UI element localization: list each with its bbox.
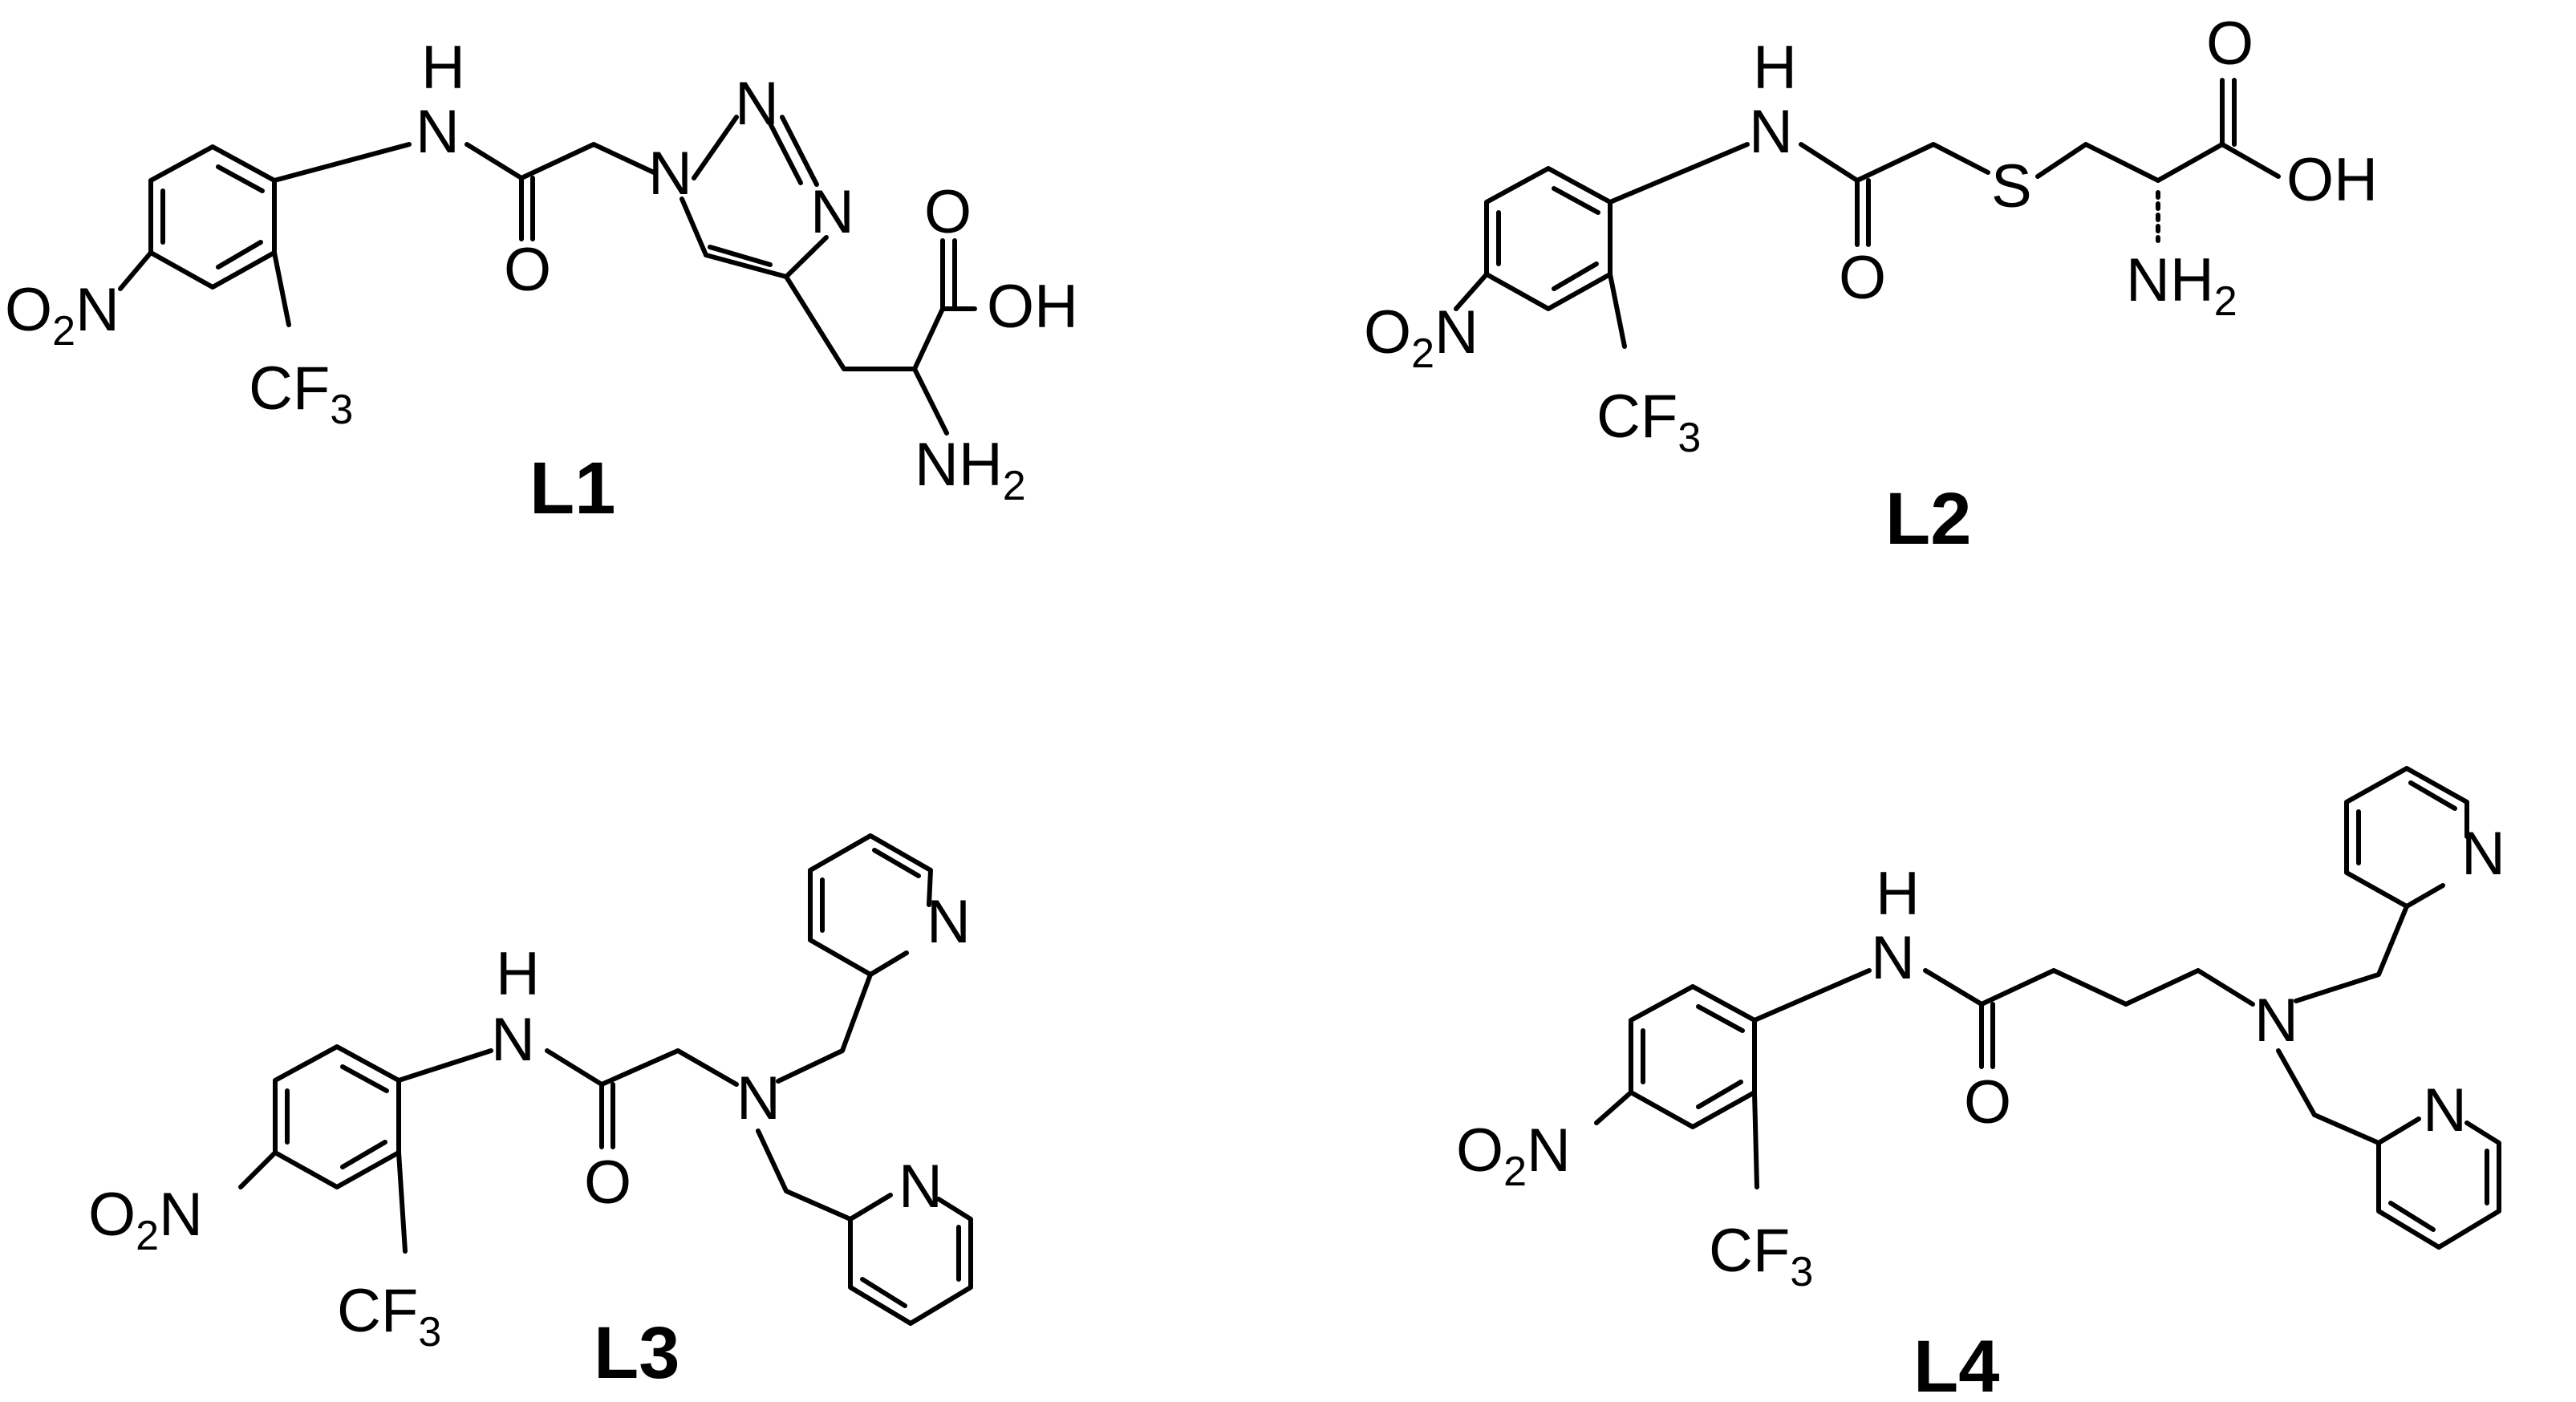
l2-sulfur-label: S [1991,152,2032,221]
l3-nh-co-bond [545,1048,604,1087]
l1-aryl-nh-bond [272,142,412,183]
l4-upper-picolyl-bonds [2294,904,2409,1003]
l3-nh-n-label: N [491,1006,535,1074]
compound-label-l4: L4 [1913,1326,1999,1402]
l1-amine-label: NH2 [915,431,1026,509]
structure-l2: O2N CF3 H N O S O OH NH2 L2 [1364,10,2378,560]
l4-pyridine-ring-upper: N [2344,766,2505,909]
l3-ch2-bonds [599,1048,739,1087]
l3-pyridine-ring-upper: N [808,833,971,977]
l2-nh-co-bond [1799,142,1860,183]
svg-text:N: N [648,140,692,208]
l1-side-chain-bonds [784,274,977,371]
l3-nitro-label: O2N [88,1181,203,1259]
l3-cf3-label: CF3 [337,1277,441,1355]
l4-benzene-ring [1629,984,1757,1129]
l4-nh-h-label: H [1876,860,1920,928]
l2-acid-oh-bond [2220,142,2281,179]
l1-triazole-ring: N N N [648,70,854,279]
l2-ch2-bonds [1855,142,1990,183]
l1-benzene-ring [148,144,277,290]
l1-cf3-label: CF3 [249,355,353,433]
l1-nitro-label: O2N [5,276,120,355]
l3-pyridine-ring-lower: N [848,1153,973,1326]
l3-cf3-bond [396,1150,408,1254]
l1-acid-o-label: O [924,178,972,246]
l1-ch2-bonds [519,142,656,180]
l3-nh-h-label: H [496,940,540,1008]
l3-carbonyl-double-bond [599,1082,615,1149]
l2-nh-n-label: N [1749,98,1793,166]
structure-l3: O2N CF3 H N O N N N L3 [88,833,973,1394]
l1-cf3-bond [272,250,291,327]
l4-amine-n-label: N [2254,987,2298,1055]
l2-nitro-bond [1454,272,1489,311]
structure-l4: O2N CF3 H N O N N N L4 [1456,766,2505,1402]
l4-lower-picolyl-bonds [2276,1048,2381,1145]
l2-cys-chain-bonds [2035,142,2160,183]
structure-l1: O2N CF3 H N O N N N O OH [5,34,1078,529]
l1-nh-n-label: N [416,98,460,166]
svg-text:N: N [2423,1076,2467,1145]
l3-amine-n-label: N [736,1064,781,1133]
l4-pyridine-ring-lower: N [2376,1076,2501,1250]
l2-aryl-nh-bond [1608,142,1750,205]
l4-nh-co-bond [1923,968,1984,1007]
l2-amine-label: NH2 [2126,246,2237,325]
l2-carbonyl-double-bond [1855,178,1871,247]
l3-benzene-ring [273,1044,401,1189]
l2-acid-o-label: O [2206,10,2253,78]
l2-nitro-label: O2N [1364,298,1479,377]
l2-cf3-bond [1608,272,1627,349]
compound-label-l3: L3 [594,1312,679,1394]
l1-nh-h-label: H [421,34,465,102]
l1-amine-bond [912,367,949,436]
l2-carbonyl-o-label: O [1839,244,1886,312]
l1-acid-oh-label: OH [987,273,1078,341]
l2-cf3-label: CF3 [1596,383,1701,461]
l2-nh-h-label: H [1753,34,1797,102]
l1-nitro-bond [118,250,153,291]
l4-carbonyl-double-bond [1979,1002,1995,1069]
l4-nitro-bond [1594,1090,1633,1125]
l4-nh-n-label: N [1871,924,1915,992]
l3-upper-picolyl-bonds [776,972,873,1084]
l4-aryl-nh-bond [1752,968,1872,1023]
compound-label-l1: L1 [529,448,615,529]
l4-carbonyl-o-label: O [1964,1068,2011,1137]
l2-acid-oh-label: OH [2286,146,2378,214]
l3-nitro-bond [238,1150,278,1189]
svg-text:N: N [2461,820,2505,888]
l1-nh-co-bond [464,142,524,180]
l4-nitro-label: O2N [1456,1116,1571,1195]
l3-aryl-nh-bond [396,1048,493,1083]
l3-carbonyl-o-label: O [584,1149,631,1217]
l1-acid-double-bond [940,238,957,311]
compound-label-l2: L2 [1885,478,1971,560]
l4-butyl-chain-bonds [1979,968,2255,1007]
l1-carbonyl-double-bond [519,176,535,241]
l3-lower-picolyl-bonds [756,1128,853,1222]
svg-text:N: N [810,178,854,246]
l2-acid-bonds [2156,78,2237,183]
l1-carbonyl-o-label: O [504,236,551,304]
l2-benzene-ring [1484,166,1613,311]
svg-text:N: N [899,1153,943,1221]
l4-cf3-label: CF3 [1709,1217,1813,1295]
l4-cf3-bond [1752,1090,1759,1189]
svg-text:N: N [927,888,971,956]
